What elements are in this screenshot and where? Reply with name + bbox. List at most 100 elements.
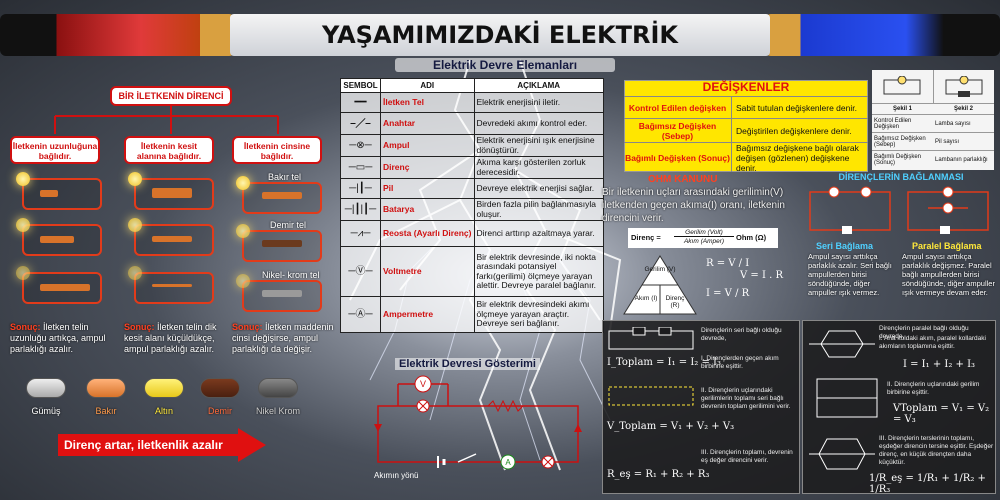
- cell-icon: [842, 226, 852, 234]
- conclusion-length: Sonuç: İletken telin uzunluğu artıkça, a…: [10, 322, 106, 354]
- variable-row: Bağımlı Değişken (Sonuç)Bağımsız değişke…: [624, 142, 868, 173]
- bulb-icon: [236, 176, 250, 190]
- wire-label: Demir tel: [270, 220, 307, 230]
- series-circuit-icon: [608, 386, 694, 406]
- table-row: ─⩘─Reosta (Ayarlı Direnç)Direnci arttırı…: [340, 220, 604, 247]
- wire-sample: [262, 240, 302, 247]
- voltmeter-symbol: V: [420, 379, 426, 389]
- cell-icon: ─|┃─: [340, 178, 381, 199]
- side-header-row: Şekil 1 Şekil 2: [872, 104, 994, 115]
- series-formulas-panel: Dirençlerin seri bağlı olduğu devrede, I…: [602, 320, 800, 494]
- parallel-note: I. Ana koldaki akım, paralel kollardaki …: [879, 335, 986, 350]
- parallel-equation: 1/R_eş = 1/R₁ + 1/R₂ + 1/R₃: [869, 473, 986, 495]
- variable-row: Bağımsız Değişken (Sebep)Değiştirilen de…: [624, 118, 868, 142]
- figure-1-icon: [872, 70, 934, 103]
- material-iron: [200, 378, 240, 398]
- series-note: Dirençlerin seri bağlı olduğu devrede,: [701, 327, 782, 342]
- ammeter-symbol: A: [505, 458, 511, 467]
- component-name: Direnç: [380, 156, 475, 179]
- component-name: İletken Tel: [380, 92, 475, 113]
- material-label: Nikel Krom: [255, 406, 300, 416]
- lamp-icon: [860, 186, 872, 198]
- bulb-icon: [128, 172, 142, 186]
- formula-numerator: Gerilim (Volt): [674, 229, 734, 237]
- series-label: Seri Bağlama: [816, 241, 874, 251]
- voltmeter-icon: [414, 375, 432, 393]
- parallel-circuit-icon: [809, 438, 875, 470]
- bulb-icon: [128, 266, 142, 280]
- ammeter-icon: ─Ⓐ─: [340, 296, 381, 333]
- conclusion-area: Sonuç: İletken telin dik kesit alanı küç…: [124, 322, 217, 354]
- wire-label: Nikel- krom tel: [262, 270, 320, 280]
- bulb-icon: [16, 172, 30, 186]
- side-header: Şekil 2: [953, 106, 973, 112]
- lamp-icon: ─⊗─: [340, 134, 381, 157]
- current-direction-label: Akımın yönü: [374, 471, 418, 480]
- triangle-current: Akım (I): [634, 295, 658, 302]
- ohm-equation: R = V / I: [706, 258, 750, 269]
- component-name: Pil: [380, 178, 475, 199]
- wire-sample: [152, 188, 192, 198]
- cell-icon: [940, 226, 950, 234]
- parallel-text: Ampul sayısı arttıkça parlaklık değişmez…: [902, 252, 995, 297]
- component-name: Ampermetre: [380, 296, 475, 333]
- material-label: Gümüş: [31, 406, 61, 416]
- ohm-equation: V = I . R: [740, 270, 783, 281]
- variable-key: Bağımlı Değişken (Sonuç): [624, 143, 732, 172]
- material-label: Altın: [154, 406, 173, 416]
- parallel-label: Paralel Bağlama: [912, 241, 982, 251]
- lamp-icon: [828, 186, 840, 198]
- col-header: AÇIKLAMA: [473, 78, 604, 93]
- rheostat-icon: [487, 399, 524, 413]
- series-text: Ampul sayısı arttıkça parlaklık azalır. …: [808, 252, 892, 297]
- circuit-diagram: V A Akımın yönü: [374, 375, 582, 480]
- resistance-heading: BİR İLETKENİN DİRENCİ: [110, 86, 232, 106]
- parallel-equation: VToplam = V₁ = V₂ = V₃: [893, 403, 990, 425]
- component-name: Ampul: [380, 134, 475, 157]
- ohm-equation: I = V / R: [706, 288, 750, 299]
- component-desc: Akıma karşı gösterilen zorluk derecesidi…: [473, 156, 604, 179]
- arrow-label: Direnç artar, iletkenlik azalır: [64, 438, 223, 452]
- bulb-icon: [236, 224, 250, 238]
- side-key: Kontrol Edilen Değişken: [874, 117, 912, 130]
- ohm-triangle: [623, 255, 697, 315]
- material-silver: [26, 378, 66, 398]
- variable-row: Kontrol Edilen değişken Sabit tutulan değ…: [624, 96, 868, 118]
- formula-unit: Ohm (Ω): [736, 233, 767, 242]
- parallel-note: III. Dirençlerin terslerinin toplamı, eş…: [879, 435, 994, 466]
- material-gold: [144, 378, 184, 398]
- ohm-title: OHM KANUNU: [648, 174, 718, 185]
- col-header: ADI: [380, 78, 475, 93]
- side-value: Lambanın parlaklığı: [935, 157, 988, 163]
- material-label: Bakır: [95, 406, 117, 416]
- component-desc: Elektrik enerjisini ışık enerjisine dönü…: [473, 134, 604, 157]
- wire-icon: ━━: [340, 92, 381, 113]
- triangle-resistance: Direnç (R): [665, 295, 685, 309]
- ohm-formula: Direnç = Gerilim (Volt) Akım (Amper) Ohm…: [628, 228, 778, 248]
- series-equation: I_Toplam = I₁ = I₂ = I₃: [607, 357, 721, 368]
- variable-key: Kontrol Edilen değişken: [624, 97, 732, 118]
- lamp-icon: [942, 202, 954, 214]
- side-row: Bağımsız Değişken (Sebep)Pil sayısı: [872, 133, 994, 151]
- battery-icon: ─|┃|┃─: [340, 198, 381, 221]
- side-row: Bağımlı Değişken (Sonuç)Lambanın parlakl…: [872, 151, 994, 169]
- series-equation: R_eş = R₁ + R₂ + R₃: [607, 469, 710, 480]
- parallel-equation: I = I₁ + I₂ + I₃: [903, 359, 976, 370]
- component-desc: Devreye elektrik enerjisi sağlar.: [473, 178, 604, 199]
- conclusion-material: Sonuç: İletken maddenin cinsi değişirse,…: [232, 322, 334, 354]
- parallel-circuit-icon: [809, 330, 875, 358]
- side-key: Bağımsız Değişken (Sebep): [874, 135, 926, 148]
- variable-value: Sabit tutulan değişkenlere denir.: [736, 102, 857, 113]
- wire-sample: [262, 192, 302, 199]
- voltmeter-icon: ─Ⓥ─: [340, 246, 381, 297]
- wire-sample: [152, 236, 192, 242]
- component-name: Anahtar: [380, 112, 475, 135]
- parallel-note: Dirençlerin paralel bağlı olduğu devrede…: [879, 325, 969, 340]
- wire-sample: [262, 290, 302, 297]
- factor-area: İletkenin kesit alanına bağlıdır.: [124, 136, 214, 164]
